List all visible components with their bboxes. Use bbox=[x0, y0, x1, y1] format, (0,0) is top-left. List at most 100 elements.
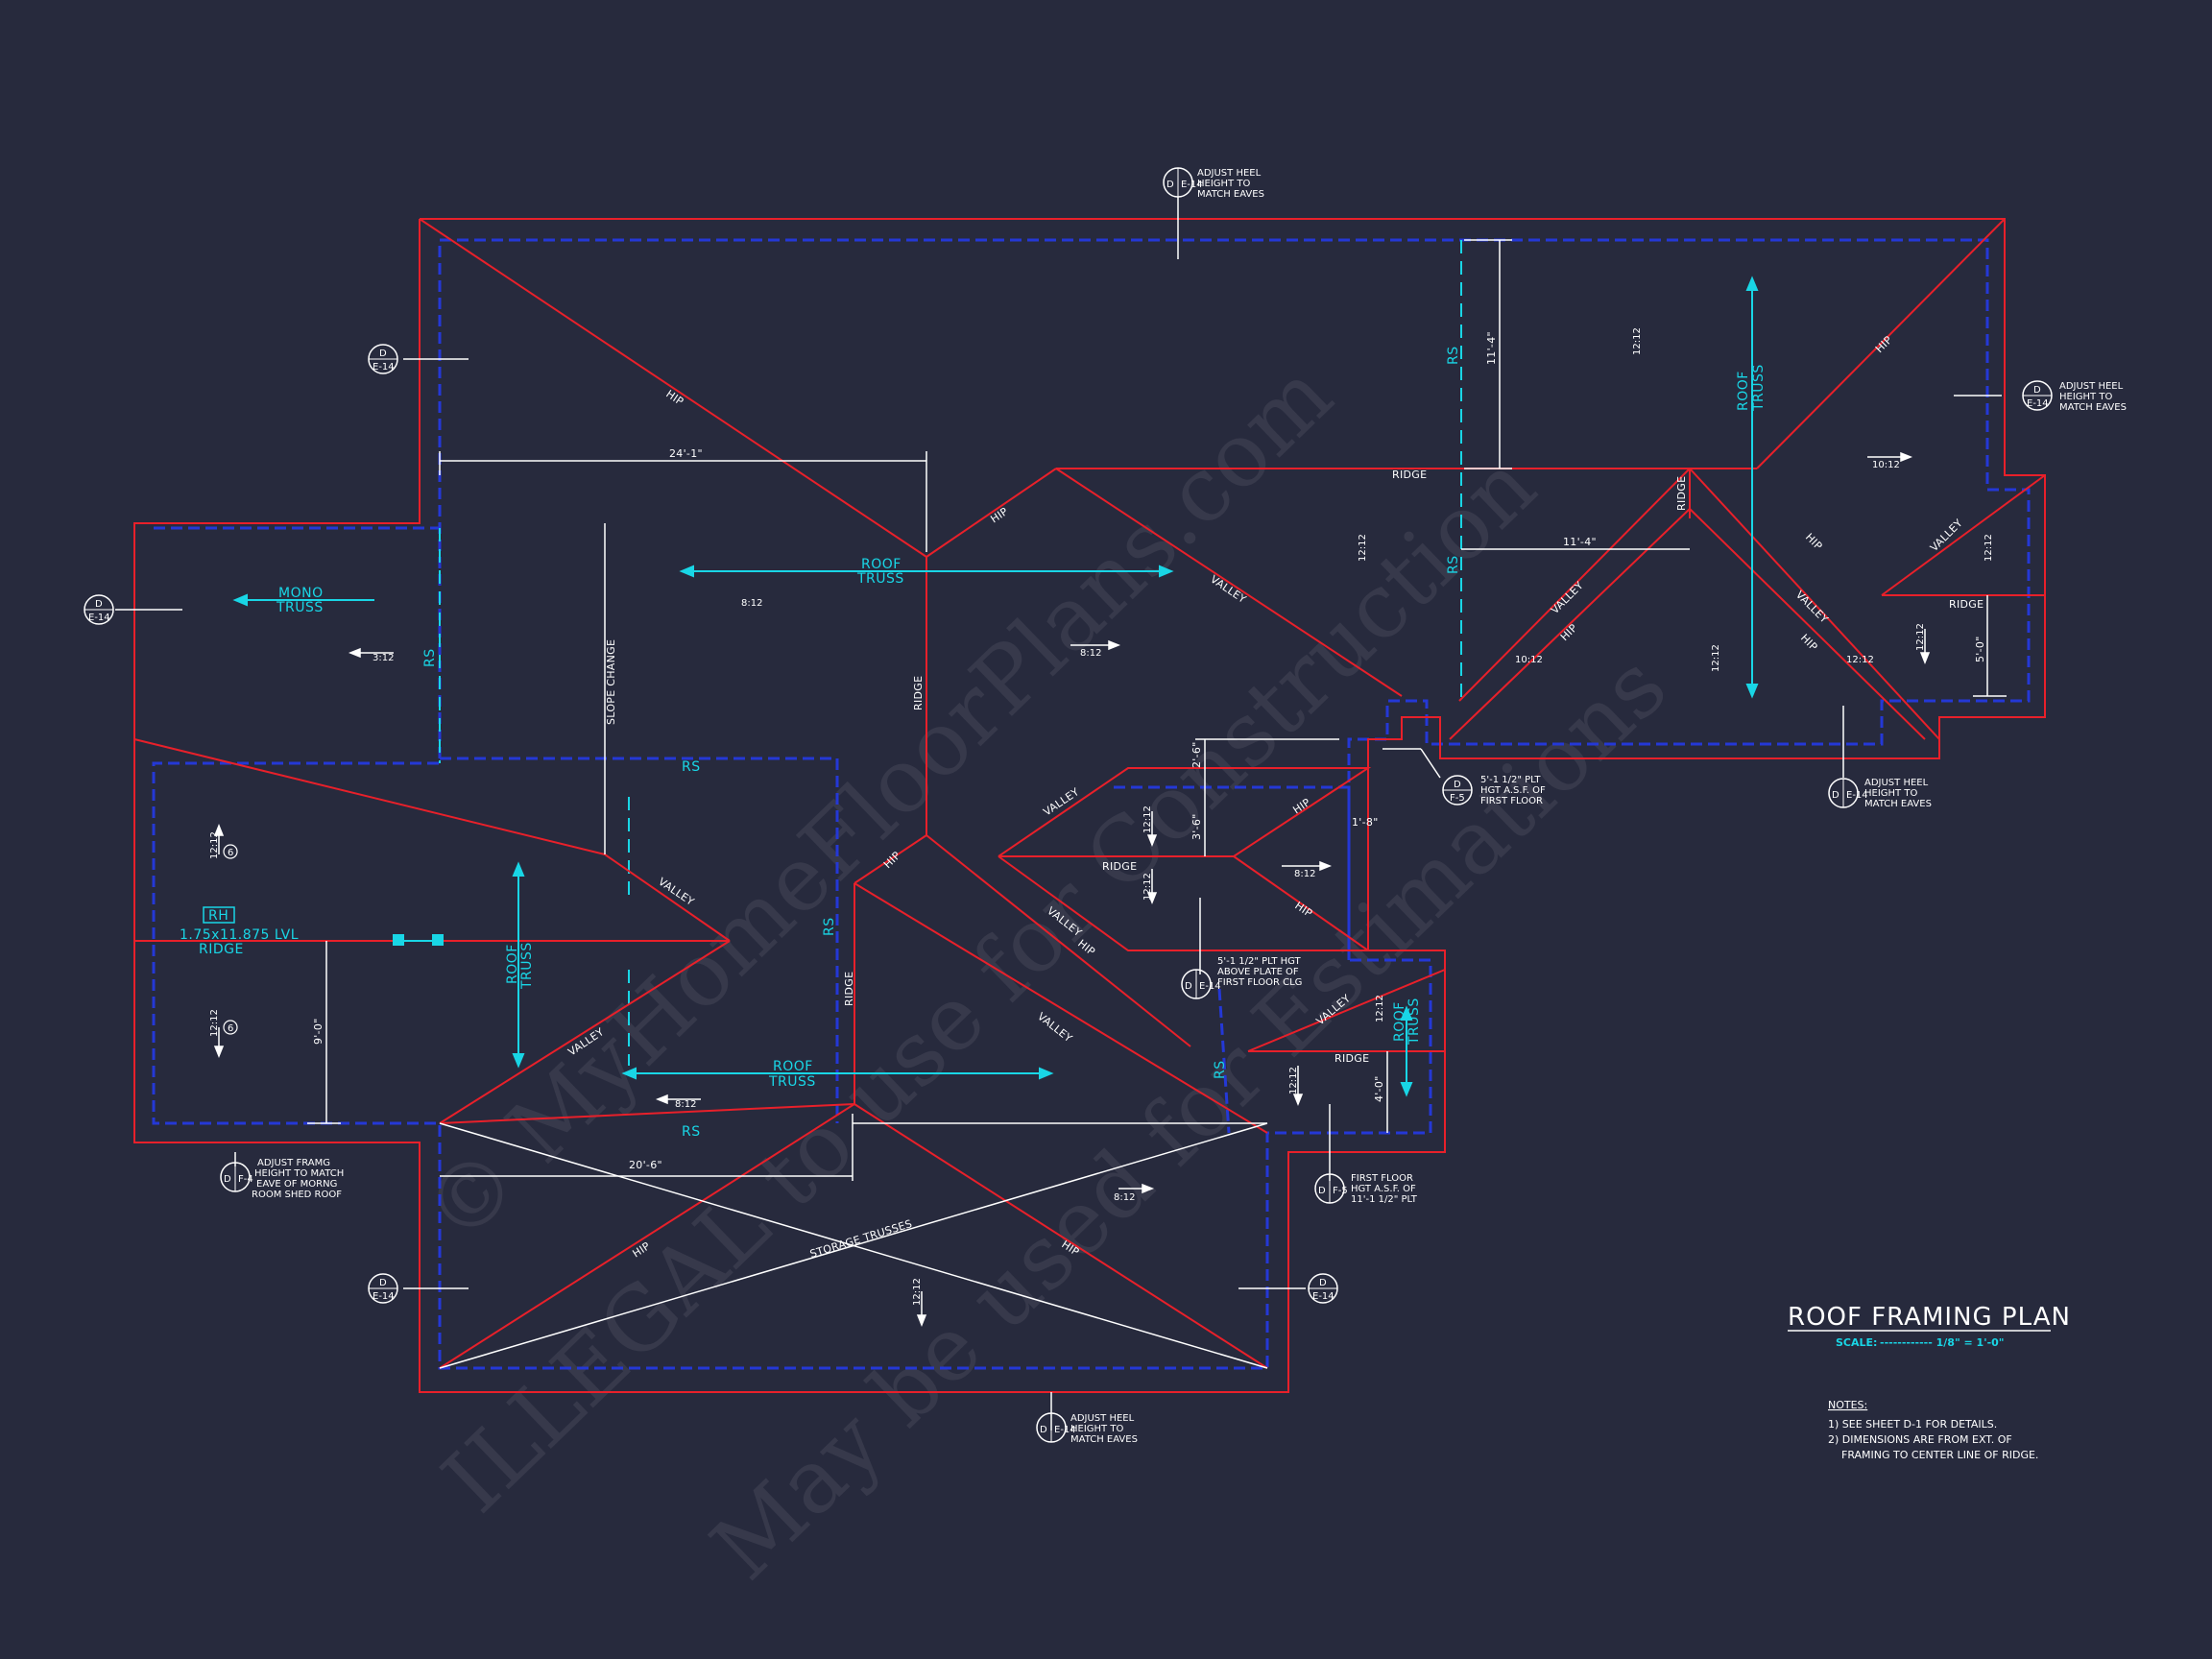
valley-line bbox=[1689, 508, 1926, 740]
detail-text: MATCH EAVES bbox=[1864, 799, 1932, 809]
dim-label: 1'-8" bbox=[1352, 816, 1379, 829]
valley-label: VALLEY bbox=[1035, 1010, 1074, 1045]
hip-line bbox=[439, 1103, 855, 1124]
arrowhead bbox=[1400, 1005, 1413, 1021]
detail-text: FIRST FLOOR bbox=[1480, 796, 1543, 806]
hip-line bbox=[1756, 218, 2006, 469]
valley-line bbox=[439, 940, 731, 1124]
detail-callout-plate-mid[interactable]: D E-14 5'-1 1/2" PLT HGT ABOVE PLATE OF … bbox=[1181, 956, 1302, 999]
arrowhead bbox=[1159, 565, 1174, 578]
truss-labels: ROOF TRUSS MONO TRUSS ROOF TRUSS ROOF TR… bbox=[180, 364, 1767, 1090]
hip-line bbox=[133, 738, 606, 855]
pitch-label: 12:12 bbox=[1142, 805, 1153, 833]
detail-callout-top[interactable]: D E-14 ADJUST HEEL HEIGHT TO MATCH EAVES bbox=[1163, 167, 1264, 200]
plate-line-inner-1 bbox=[440, 757, 839, 1123]
valley-label: VALLEY bbox=[1793, 589, 1831, 626]
detail-sheet: E-14 bbox=[373, 362, 395, 373]
arrowhead bbox=[679, 565, 694, 578]
pitch-labels: 8:12 8:12 3:12 10:12 8:12 8:12 8:12 10:1… bbox=[209, 327, 1994, 1306]
pitch-label: 12:12 bbox=[1375, 995, 1385, 1022]
dim-label: 5'-0" bbox=[1974, 636, 1986, 662]
pitch-label: 8:12 bbox=[1080, 648, 1101, 659]
roof-truss-label: ROOF bbox=[1392, 1001, 1407, 1042]
rs-lines bbox=[439, 240, 1462, 1066]
detail-callout-lower-right[interactable]: D E-14 ADJUST HEEL HEIGHT TO MATCH EAVES bbox=[1828, 778, 1932, 809]
detail-text: 11'-1 1/2" PLT bbox=[1351, 1194, 1418, 1205]
roof-truss-label: ROOF bbox=[1736, 371, 1751, 411]
roof-truss-label: TRUSS bbox=[1751, 364, 1767, 412]
detail-text: ADJUST FRAMG bbox=[257, 1158, 330, 1168]
detail-sheet: F-5 bbox=[1450, 793, 1465, 804]
detail-sheet: E-14 bbox=[1846, 790, 1868, 801]
valley-line bbox=[1055, 468, 1403, 697]
detail-callout-plate-right[interactable]: D F-5 5'-1 1/2" PLT HGT A.S.F. OF FIRST … bbox=[1442, 775, 1546, 806]
mono-truss-label: TRUSS bbox=[276, 600, 324, 615]
detail-callout-left-top[interactable]: D E-14 bbox=[368, 344, 398, 374]
pitch-label: 12:12 bbox=[912, 1278, 923, 1306]
valley-line bbox=[604, 854, 731, 942]
detail-callout-left-bottom[interactable]: D E-14 bbox=[368, 1273, 398, 1304]
note-item: 1) SEE SHEET D-1 FOR DETAILS. bbox=[1828, 1418, 1997, 1431]
rh-label: RH bbox=[208, 908, 228, 924]
hip-line bbox=[926, 468, 1057, 558]
rh-box bbox=[203, 906, 235, 924]
pitch-label: 12:12 bbox=[1358, 534, 1368, 562]
mono-truss-label: MONO bbox=[278, 586, 324, 601]
dimension-labels: 24'-1" 20'-6" 11'-4" 11'-4" 5'-0" 9'-0" … bbox=[312, 331, 1986, 1171]
detail-text: ADJUST HEEL bbox=[1197, 168, 1262, 179]
detail-letter: D bbox=[1166, 180, 1174, 190]
scale-label: SCALE: bbox=[1836, 1336, 1877, 1349]
ridge-label: RIDGE bbox=[1102, 860, 1137, 873]
detail-callout-first-floor[interactable]: D F-5 FIRST FLOOR HGT A.S.F. OF 11'-1 1/… bbox=[1314, 1173, 1418, 1205]
detail-sheet: F-5 bbox=[1333, 1186, 1348, 1196]
six-label: 6 bbox=[228, 848, 233, 858]
ridge-label: RIDGE bbox=[1334, 1052, 1369, 1065]
truss-arrows bbox=[232, 276, 1759, 1097]
lvl-marker bbox=[393, 934, 404, 946]
pitch-label: 12:12 bbox=[209, 831, 220, 859]
detail-sheet: E-14 bbox=[1181, 180, 1203, 190]
ridge-label: RIDGE bbox=[912, 676, 925, 710]
detail-callout-bottom[interactable]: D E-14 ADJUST HEEL HEIGHT TO MATCH EAVES bbox=[1036, 1412, 1138, 1445]
detail-text: HGT A.S.F. OF bbox=[1351, 1184, 1416, 1194]
arrowhead bbox=[1039, 1067, 1054, 1080]
pitch-label: 8:12 bbox=[741, 598, 762, 609]
dim-label: 11'-4" bbox=[1485, 331, 1498, 365]
detail-sheet: E-14 bbox=[2027, 398, 2049, 409]
detail-text: FIRST FLOOR CLG bbox=[1217, 977, 1302, 988]
pitch-label: 12:12 bbox=[209, 1009, 220, 1037]
watermark: © MyHomeFloorPlans.com ILLEGAL to use fo… bbox=[404, 343, 1686, 1599]
dimension-lines bbox=[115, 197, 2007, 1431]
six-circle bbox=[223, 1020, 238, 1035]
pitch-label: 8:12 bbox=[1114, 1192, 1135, 1203]
arrowhead bbox=[1919, 652, 1931, 665]
pitch-label: 12:12 bbox=[1288, 1067, 1299, 1094]
pitch-label: 12:12 bbox=[1984, 534, 1994, 562]
detail-letter: D bbox=[1454, 780, 1461, 790]
six-label: 6 bbox=[228, 1023, 233, 1034]
plate-line-inner-3 bbox=[1217, 988, 1231, 1134]
dim-label: 9'-0" bbox=[312, 1018, 325, 1045]
detail-callout-morning-room[interactable]: D F-4 ADJUST FRAMG HEIGHT TO MATCH EAVE … bbox=[220, 1158, 344, 1200]
hip-label: HIP bbox=[988, 505, 1010, 525]
notes-block: NOTES: 1) SEE SHEET D-1 FOR DETAILS. 2) … bbox=[1828, 1399, 2038, 1461]
detail-text: ADJUST HEEL bbox=[2059, 381, 2124, 392]
rs-label: RS bbox=[1446, 346, 1461, 365]
rs-label: RS bbox=[682, 759, 701, 775]
valley-label: VALLEY bbox=[1549, 579, 1586, 616]
detail-letter: D bbox=[1040, 1425, 1047, 1435]
valley-line bbox=[854, 882, 1268, 1134]
detail-callout-left-mid[interactable]: D E-14 bbox=[84, 594, 114, 625]
roof-truss-label: ROOF bbox=[773, 1059, 813, 1074]
detail-sheet: E-14 bbox=[1312, 1291, 1334, 1302]
detail-text: HEIGHT TO MATCH bbox=[254, 1168, 344, 1179]
detail-callout-right-bottom[interactable]: D E-14 bbox=[1308, 1273, 1338, 1304]
roof-truss-label: ROOF bbox=[505, 944, 520, 984]
hip-label: HIP bbox=[1873, 333, 1895, 355]
detail-callout-right[interactable]: D E-14 ADJUST HEEL HEIGHT TO MATCH EAVES bbox=[2022, 380, 2127, 413]
plate-line-inner-2 bbox=[1114, 785, 1351, 960]
detail-text: MATCH EAVES bbox=[1070, 1434, 1138, 1445]
hip-label: HIP bbox=[1292, 900, 1314, 920]
